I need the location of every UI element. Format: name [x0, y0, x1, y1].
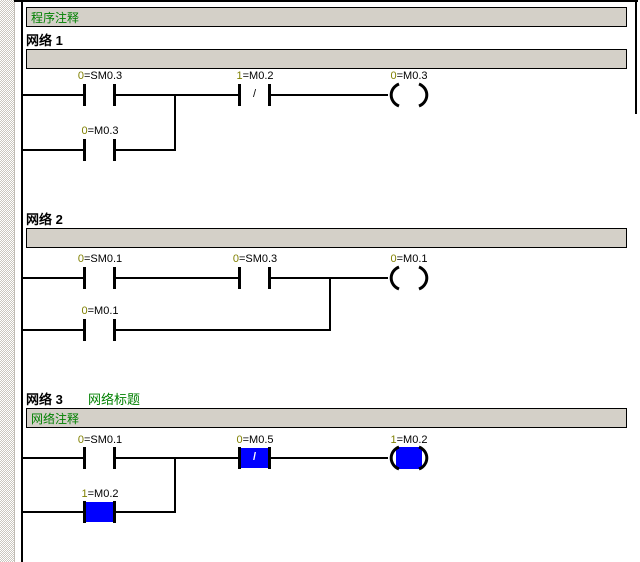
operand-label[interactable]: 0=M0.1 [390, 253, 428, 265]
pane-right-border [635, 0, 637, 114]
network-3-title[interactable]: 网络标题 [88, 392, 141, 407]
operand-label[interactable]: 0=SM0.1 [77, 434, 123, 446]
nc-slash-symbol: / [252, 88, 257, 100]
nc-slash-symbol: / [252, 451, 257, 463]
network-2-comment-bar[interactable] [26, 228, 627, 248]
coil-symbol [389, 445, 429, 471]
pane-top-border [14, 0, 638, 2]
nc-contact-m0-5-energized[interactable]: / [238, 447, 271, 469]
operand-label[interactable]: 1=M0.2 [390, 434, 428, 446]
wire-segment [22, 329, 83, 331]
wire-segment [22, 94, 83, 96]
program-comment-bar[interactable]: 程序注释 [26, 7, 627, 27]
power-rail [21, 2, 23, 562]
operand-label[interactable]: 0=SM0.3 [77, 70, 123, 82]
no-contact-sm0-3[interactable] [83, 84, 116, 106]
no-contact-sm0-1[interactable] [83, 447, 116, 469]
network-3-comment-bar[interactable]: 网络注释 [26, 408, 627, 428]
wire-segment [22, 277, 83, 279]
operand-label[interactable]: 0=M0.3 [390, 70, 428, 82]
network-3-heading[interactable]: 网络 3 [26, 392, 63, 407]
network-1-heading[interactable]: 网络 1 [26, 33, 63, 48]
energized-highlight [396, 447, 422, 469]
wire-segment [271, 457, 388, 459]
wire-segment [116, 329, 331, 331]
output-coil-m0-2-energized[interactable] [386, 445, 432, 471]
operand-label[interactable]: 0=SM0.3 [232, 253, 278, 265]
no-contact-sm0-1[interactable] [83, 267, 116, 289]
wire-segment [22, 457, 83, 459]
coil-symbol [389, 82, 429, 108]
operand-label[interactable]: 1=M0.2 [81, 488, 119, 500]
wire-segment [22, 149, 83, 151]
wire-segment [116, 457, 238, 459]
wire-segment [271, 94, 388, 96]
output-coil-m0-1[interactable] [386, 265, 432, 291]
wire-segment [116, 94, 238, 96]
network-3-comment-text: 网络注释 [31, 411, 80, 426]
nc-contact-m0-2[interactable]: / [238, 84, 271, 106]
branch-junction-wire [329, 277, 331, 331]
network-2-heading[interactable]: 网络 2 [26, 212, 63, 227]
no-contact-sm0-3[interactable] [238, 267, 271, 289]
no-contact-m0-2-branch-energized[interactable] [83, 501, 116, 523]
operand-label[interactable]: 0=M0.5 [236, 434, 274, 446]
program-comment-text: 程序注释 [31, 10, 80, 25]
branch-junction-wire [174, 94, 176, 151]
left-margin-hatch [0, 0, 15, 562]
energized-highlight [241, 448, 268, 468]
wire-segment [116, 511, 176, 513]
no-contact-m0-1-branch[interactable] [83, 319, 116, 341]
wire-segment [116, 277, 238, 279]
energized-highlight [86, 502, 113, 522]
operand-label[interactable]: 0=SM0.1 [77, 253, 123, 265]
branch-junction-wire [174, 457, 176, 513]
wire-segment [22, 511, 83, 513]
network-1-comment-bar[interactable] [26, 49, 627, 69]
coil-symbol [389, 265, 429, 291]
wire-segment [116, 149, 176, 151]
operand-label[interactable]: 0=M0.1 [81, 305, 119, 317]
output-coil-m0-3[interactable] [386, 82, 432, 108]
no-contact-m0-3-branch[interactable] [83, 139, 116, 161]
operand-label[interactable]: 0=M0.3 [81, 125, 119, 137]
operand-label[interactable]: 1=M0.2 [236, 70, 274, 82]
